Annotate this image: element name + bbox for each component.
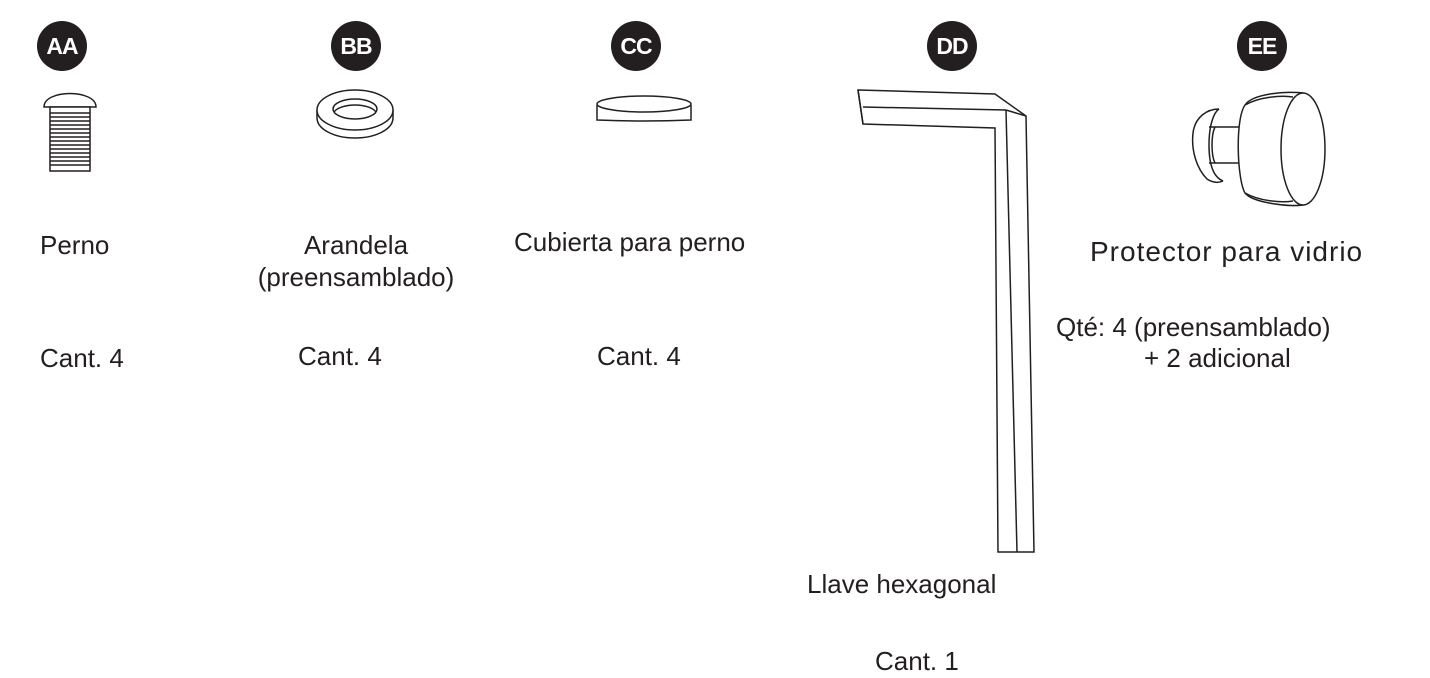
washer-icon <box>316 89 394 139</box>
bolt-icon <box>43 92 97 172</box>
part-ee-quantity-line1: Qté: 4 (preensamblado) <box>1056 312 1331 342</box>
part-ee-quantity: Qté: 4 (preensamblado) + 2 adicional <box>1056 312 1428 374</box>
part-ee-name: Protector para vidrio <box>1090 236 1364 267</box>
part-bb-quantity: Cant. 4 <box>298 341 382 371</box>
part-bb-name-line2: (preensamblado) <box>257 262 455 292</box>
part-dd-badge: DD <box>927 21 977 71</box>
glass-protector-icon <box>1191 91 1326 207</box>
part-dd-quantity: Cant. 1 <box>875 646 959 676</box>
part-ee-quantity-line2: + 2 adicional <box>1144 343 1291 373</box>
part-bb-name-line1: Arandela <box>303 230 409 260</box>
part-dd-name: Llave hexagonal <box>807 569 997 599</box>
part-aa-name: Perno <box>40 230 110 260</box>
part-cc-quantity: Cant. 4 <box>597 341 681 371</box>
part-ee-badge: EE <box>1237 21 1287 71</box>
part-bb-badge: BB <box>331 21 381 71</box>
bolt-cover-icon <box>596 95 692 122</box>
hex-key-icon <box>857 89 1035 553</box>
part-cc-badge: CC <box>611 21 661 71</box>
part-aa-quantity: Cant. 4 <box>40 343 124 373</box>
part-aa-badge: AA <box>37 21 87 71</box>
part-bb-name: Arandela (preensamblado) <box>222 229 490 293</box>
part-cc-name: Cubierta para perno <box>514 227 746 257</box>
